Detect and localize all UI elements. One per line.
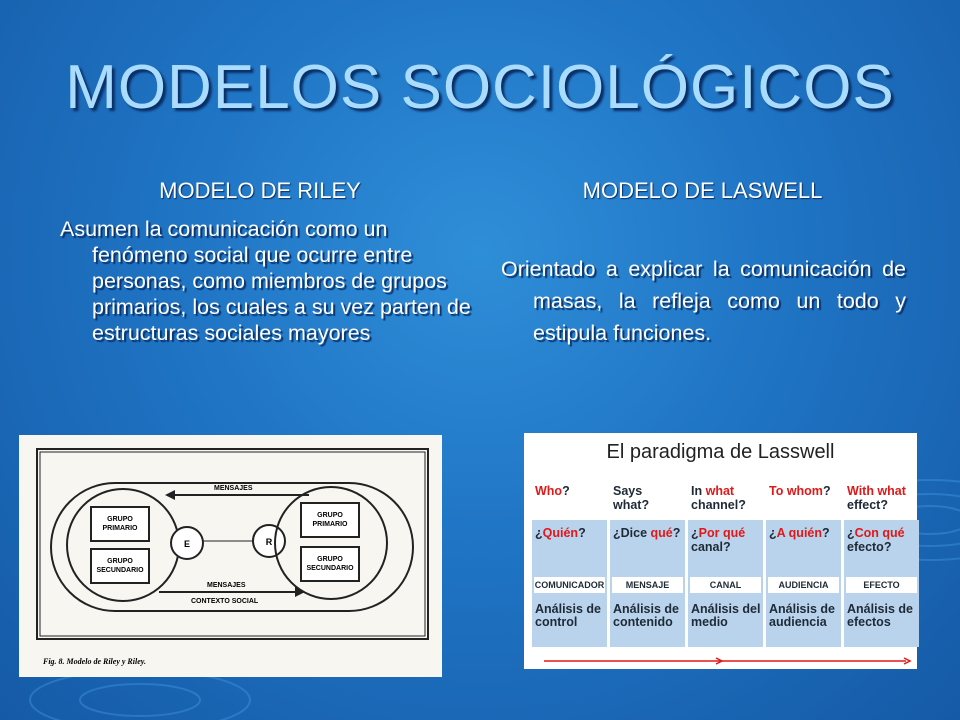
lasswell-en-red: To whom bbox=[769, 484, 823, 498]
lasswell-es-pre: ¿ bbox=[847, 526, 855, 540]
lasswell-element-label: AUDIENCIA bbox=[768, 577, 839, 593]
lasswell-question-es: ¿Dice qué? bbox=[613, 526, 680, 540]
lasswell-en-line2: what? bbox=[613, 498, 650, 512]
lasswell-es-red: Con qué bbox=[854, 526, 905, 540]
lasswell-es-post: ? bbox=[822, 526, 830, 540]
riley-emitter: E bbox=[184, 539, 190, 549]
riley-diagram: GRUPO PRIMARIO GRUPO SECUNDARIO E R GRUP… bbox=[36, 448, 429, 666]
lasswell-en-red: what bbox=[705, 484, 735, 498]
lasswell-en-pre: In bbox=[691, 484, 706, 498]
riley-left-secondary-1: GRUPO bbox=[107, 558, 133, 565]
lasswell-analysis-1: Análisis de bbox=[847, 602, 913, 616]
lasswell-question-es: ¿A quién? bbox=[769, 526, 830, 540]
lasswell-es-red: Quién bbox=[542, 526, 579, 540]
riley-social-context: CONTEXTO SOCIAL bbox=[191, 598, 259, 605]
riley-right-secondary-1: GRUPO bbox=[317, 556, 343, 563]
lasswell-analysis-1: Análisis de bbox=[535, 602, 601, 616]
lasswell-en-post: ? bbox=[822, 484, 831, 498]
lasswell-en-line2: channel? bbox=[691, 498, 746, 512]
riley-receiver: R bbox=[266, 537, 273, 547]
lasswell-analysis-2: control bbox=[535, 615, 578, 629]
lasswell-es-red: qué bbox=[650, 526, 673, 540]
riley-messages-bottom: MENSAJES bbox=[207, 582, 246, 589]
lasswell-analysis-1: Análisis de bbox=[613, 602, 679, 616]
laswell-description: Orientado a explicar la comunicación de … bbox=[501, 257, 906, 345]
lasswell-es-pre: ¿ bbox=[769, 526, 777, 540]
lasswell-es-pre: ¿ bbox=[691, 526, 699, 540]
lasswell-analysis-2: contenido bbox=[613, 615, 673, 629]
lasswell-analysis-2: efectos bbox=[847, 615, 891, 629]
riley-diagram-image: GRUPO PRIMARIO GRUPO SECUNDARIO E R GRUP… bbox=[19, 435, 442, 677]
lasswell-es-pre: ¿Dice bbox=[613, 526, 651, 540]
lasswell-en-line2: effect? bbox=[847, 498, 888, 512]
lasswell-question-en: Who? bbox=[535, 484, 570, 498]
riley-left-primary-1: GRUPO bbox=[107, 516, 133, 523]
lasswell-en-post: ? bbox=[562, 484, 570, 498]
lasswell-question-es: ¿Quién? bbox=[535, 526, 586, 540]
riley-heading: MODELO DE RILEY bbox=[159, 178, 361, 203]
lasswell-es-red: A quién bbox=[776, 526, 823, 540]
slide-title: MODELOS SOCIOLÓGICOS bbox=[65, 53, 895, 122]
riley-right-primary-2: PRIMARIO bbox=[313, 521, 349, 528]
lasswell-en-pre: Says bbox=[613, 484, 643, 498]
lasswell-es-post: ? bbox=[672, 526, 681, 540]
lasswell-es-red: Por qué bbox=[698, 526, 746, 540]
riley-left-primary-2: PRIMARIO bbox=[103, 525, 139, 532]
lasswell-es-post: ? bbox=[578, 526, 586, 540]
lasswell-analysis-2: medio bbox=[691, 615, 728, 629]
lasswell-en-red: Who bbox=[535, 484, 563, 498]
lasswell-element-label: CANAL bbox=[690, 577, 761, 593]
lasswell-element-label: COMUNICADOR bbox=[534, 577, 605, 593]
riley-right-primary-1: GRUPO bbox=[317, 512, 343, 519]
laswell-heading: MODELO DE LASWELL bbox=[582, 178, 823, 203]
riley-caption: Fig. 8. Modelo de Riley y Riley. bbox=[42, 657, 146, 666]
lasswell-analysis-1: Análisis de bbox=[769, 602, 835, 616]
lasswell-es-line2: canal? bbox=[691, 540, 731, 554]
riley-left-secondary-2: SECUNDARIO bbox=[96, 567, 144, 574]
lasswell-question-en: To whom? bbox=[769, 484, 831, 498]
lasswell-en-red: With what bbox=[847, 484, 906, 498]
lasswell-analysis-1: Análisis del bbox=[691, 602, 761, 616]
lasswell-analysis-2: audiencia bbox=[769, 615, 827, 629]
riley-messages-top: MENSAJES bbox=[214, 485, 253, 492]
lasswell-arrow bbox=[544, 657, 912, 665]
riley-right-secondary-2: SECUNDARIO bbox=[306, 565, 354, 572]
lasswell-es-line2: efecto? bbox=[847, 540, 892, 554]
lasswell-es-pre: ¿ bbox=[535, 526, 543, 540]
lasswell-element-label: EFECTO bbox=[846, 577, 917, 593]
lasswell-title: El paradigma de Lasswell bbox=[606, 441, 835, 463]
lasswell-diagram-image: El paradigma de Lasswell Who?¿Quién?COMU… bbox=[524, 433, 919, 669]
riley-description: Asumen la comunicación como un fenómeno … bbox=[60, 217, 471, 345]
lasswell-element-label: MENSAJE bbox=[612, 577, 683, 593]
